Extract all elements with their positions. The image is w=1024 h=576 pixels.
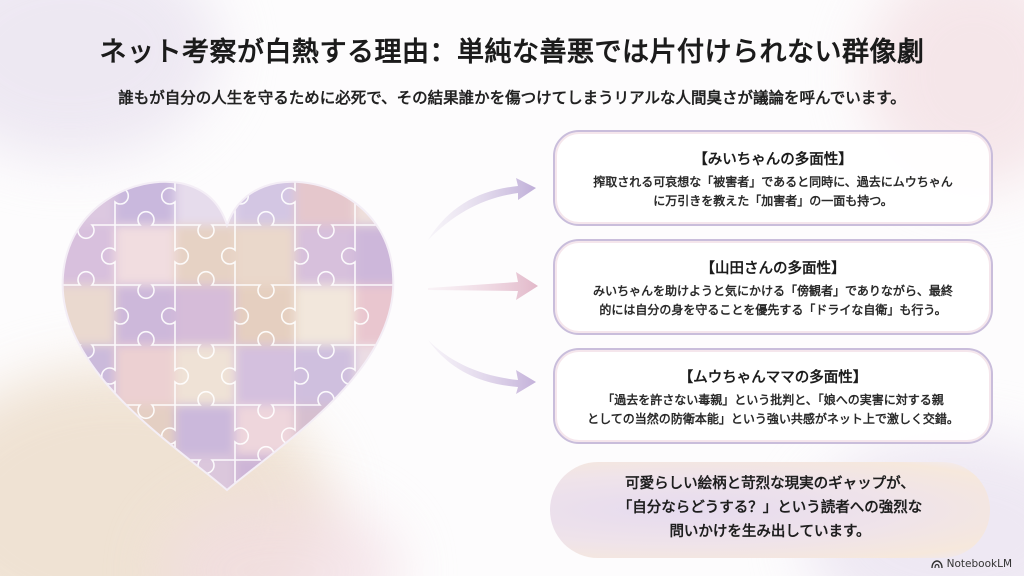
notebooklm-watermark: NotebookLM bbox=[930, 558, 1012, 570]
summary-callout: 可愛らしい絵柄と苛烈な現実のギャップが、 「自分ならどうする？」という読者への強… bbox=[550, 462, 990, 558]
background-wash-bottom-left-pink bbox=[160, 496, 400, 576]
arrow-icon-bottom bbox=[428, 340, 536, 394]
card-body: 搾取される可哀想な「被害者」であると同時に、過去にムウちゃん に万引きを教えた「… bbox=[593, 175, 953, 208]
card-body: みいちゃんを助けようと気にかける「傍観者」でありながら、最終 的には自分の身を守… bbox=[593, 284, 953, 317]
puzzle-heart-icon bbox=[61, 180, 395, 492]
card-title: 【山田さんの多面性】 bbox=[700, 261, 846, 277]
card-mii-chan: 【みいちゃんの多面性】 搾取される可哀想な「被害者」であると同時に、過去にムウち… bbox=[553, 130, 993, 226]
slide-subtitle: 誰もが自分の人生を守るために必死で、その結果誰かを傷つけてしまうリアルな人間臭さ… bbox=[118, 89, 906, 107]
connector-arrows bbox=[428, 178, 538, 394]
brand-label: NotebookLM bbox=[946, 558, 1012, 570]
background-wash-top-left bbox=[0, 0, 220, 160]
arrow-icon-middle bbox=[428, 272, 538, 300]
card-body: 「過去を許さない毒親」という批判と、「娘への実害に対する親 としての当然の防衛本… bbox=[587, 393, 959, 426]
notebooklm-logo-icon bbox=[930, 559, 943, 568]
card-yamada-san: 【山田さんの多面性】 みいちゃんを助けようと気にかける「傍観者」でありながら、最… bbox=[553, 239, 993, 335]
card-title: 【ムウちゃんママの多面性】 bbox=[678, 370, 868, 386]
slide-title: ネット考察が白熱する理由：単純な善悪では片付けられない群像劇 bbox=[99, 37, 925, 68]
card-muu-chan-mama: 【ムウちゃんママの多面性】 「過去を許さない毒親」という批判と、「娘への実害に対… bbox=[553, 348, 993, 444]
arrow-icon-top bbox=[428, 178, 536, 240]
card-title: 【みいちゃんの多面性】 bbox=[693, 152, 853, 168]
